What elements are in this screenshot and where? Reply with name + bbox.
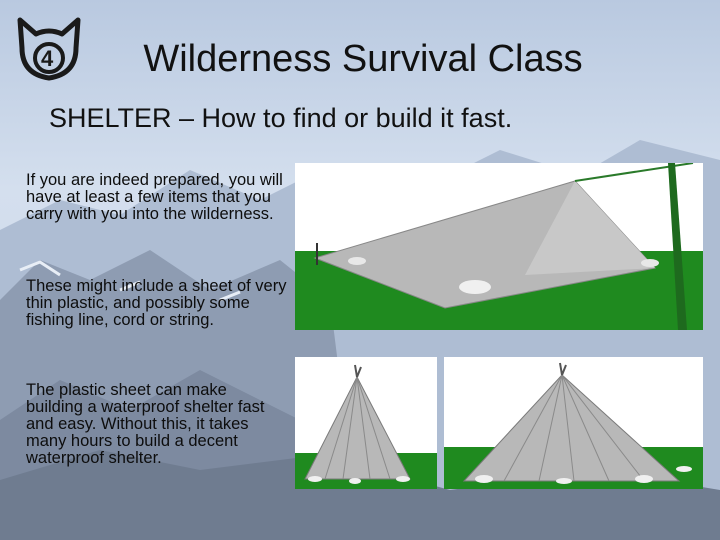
svg-text:4: 4 (41, 46, 54, 71)
cat-face-logo-icon: 4 (17, 17, 81, 81)
lean-to-tarp-illustration (295, 163, 703, 330)
paragraph-prepared: If you are indeed prepared, you will hav… (26, 171, 283, 223)
slide-subtitle: SHELTER – How to find or build it fast. (49, 103, 513, 133)
slide-title: Wilderness Survival Class (143, 38, 583, 80)
paragraph-items: These might include a sheet of very thin… (26, 277, 287, 329)
paragraph-plastic-sheet: The plastic sheet can make building a wa… (26, 381, 265, 467)
tepee-shelter-illustration (295, 357, 437, 489)
large-tepee-shelter-illustration (444, 357, 703, 489)
